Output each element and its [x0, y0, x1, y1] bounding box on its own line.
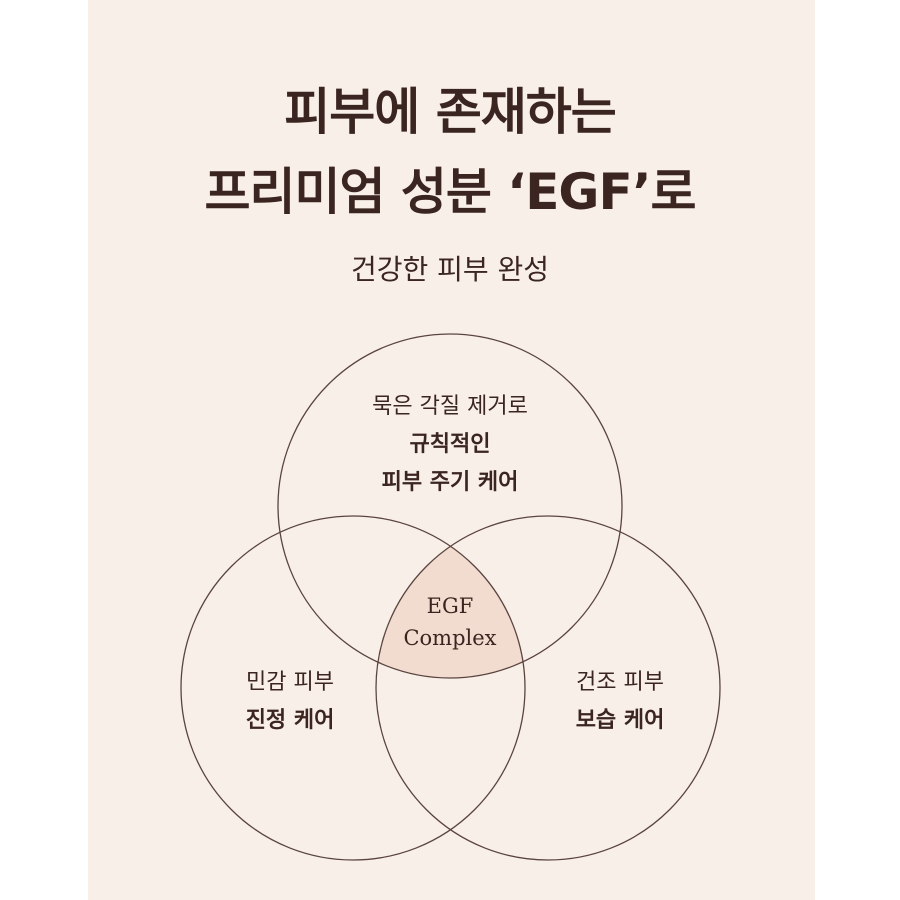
center-label-line-1: EGF	[426, 594, 474, 618]
headline-line-2: 프리미엄 성분 ‘EGF’로	[204, 163, 696, 221]
top-label-line-3: 피부 주기 케어	[381, 470, 519, 495]
center-label-line-2: Complex	[403, 626, 497, 650]
left-circle-label: 민감 피부 진정 케어	[200, 664, 380, 740]
left-label-line-2: 진정 케어	[245, 708, 335, 733]
center-label: EGF Complex	[380, 590, 520, 654]
right-label-line-2: 보습 케어	[575, 708, 665, 733]
left-label-line-1: 민감 피부	[246, 670, 334, 695]
background-panel	[88, 0, 815, 900]
headline-line-1: 피부에 존재하는	[284, 83, 616, 141]
subtitle: 건강한 피부 완성	[350, 253, 550, 286]
right-circle	[375, 515, 721, 861]
right-circle-label: 건조 피부 보습 케어	[530, 664, 710, 740]
top-circle-label: 묵은 각질 제거로 규칙적인 피부 주기 케어	[330, 388, 570, 502]
left-circle	[180, 515, 526, 861]
right-label-line-1: 건조 피부	[576, 670, 664, 695]
top-label-line-2: 규칙적인	[409, 432, 491, 457]
top-label-line-1: 묵은 각질 제거로	[372, 394, 528, 419]
top-circle	[277, 333, 623, 679]
